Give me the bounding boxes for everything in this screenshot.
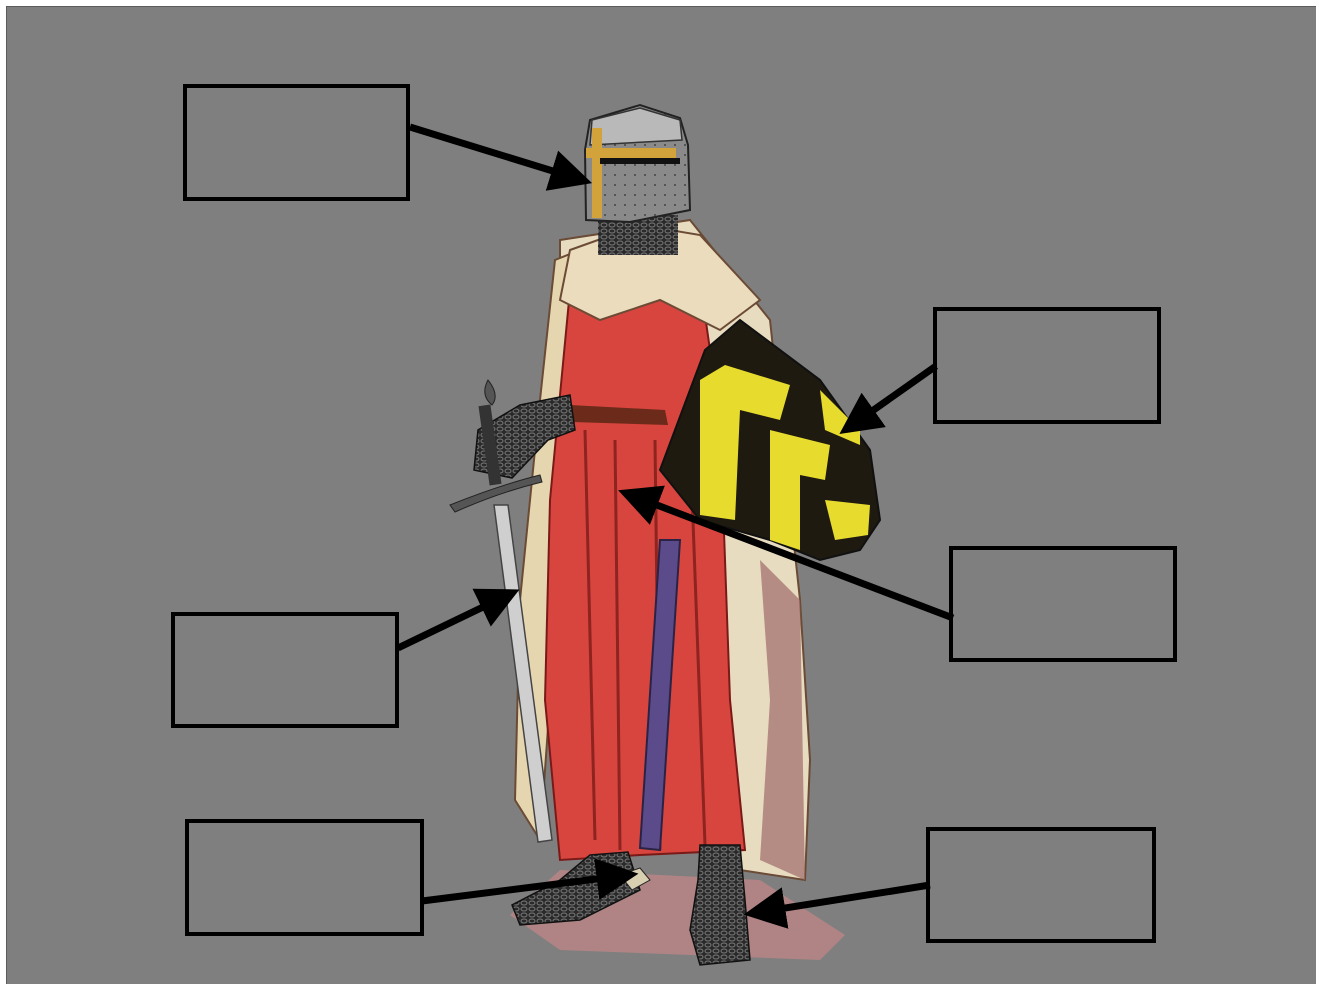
arrow-boots: [754, 885, 930, 913]
label-box-sword[interactable]: [171, 612, 399, 728]
label-text-boots: [930, 831, 1152, 939]
label-text-sword: [175, 616, 395, 724]
arrow-sword: [398, 594, 510, 648]
label-text-belt: [953, 550, 1173, 658]
label-box-helmet[interactable]: [183, 84, 410, 201]
label-box-spurs[interactable]: [185, 819, 424, 936]
label-box-boots[interactable]: [926, 827, 1156, 943]
label-text-spurs: [189, 823, 420, 932]
arrow-spurs: [422, 875, 628, 901]
label-text-shield: [937, 311, 1157, 420]
label-box-shield[interactable]: [933, 307, 1161, 424]
label-box-belt[interactable]: [949, 546, 1177, 662]
label-text-helmet: [187, 88, 406, 197]
arrow-helmet: [410, 127, 582, 180]
arrow-belt: [628, 494, 953, 618]
arrow-shield: [848, 366, 936, 428]
